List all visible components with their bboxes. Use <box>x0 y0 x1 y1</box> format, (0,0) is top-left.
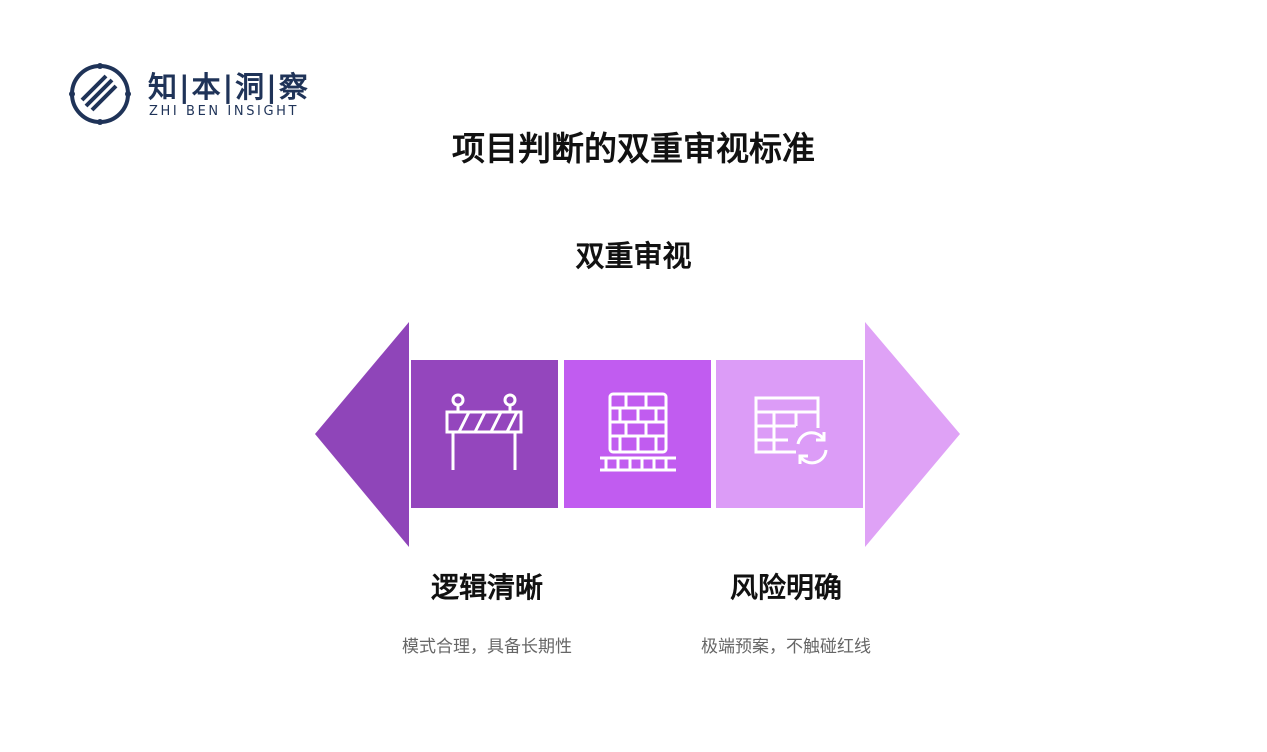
double-arrow-diagram <box>315 322 960 547</box>
item-label-risk: 风险明确 <box>729 571 842 604</box>
page-title: 项目判断的双重审视标准 <box>452 129 815 168</box>
item-label-logic: 逻辑清晰 <box>430 571 543 604</box>
right-arrow-head <box>865 322 960 547</box>
item-desc-logic: 模式合理，具备长期性 <box>402 637 572 657</box>
brick-wall-icon <box>599 392 676 472</box>
item-desc-risk: 极端预案，不触碰红线 <box>701 637 871 657</box>
barrier-icon <box>445 393 522 470</box>
section-title: 双重审视 <box>575 239 692 273</box>
logo-subtext: ZHI BEN INSIGHT <box>149 104 300 119</box>
logo-text: 知|本|洞|察 <box>148 70 310 104</box>
left-arrow-head <box>315 322 409 547</box>
barrier-card <box>411 360 558 508</box>
table-refresh-icon <box>754 396 827 465</box>
wall-card <box>564 360 711 508</box>
table-refresh-card <box>716 360 863 508</box>
logo-icon <box>69 63 131 125</box>
